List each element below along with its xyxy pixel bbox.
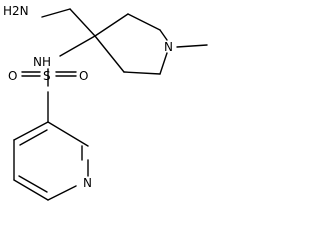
bond-py-inner-2 <box>18 175 48 193</box>
bond-nh2-ch2 <box>41 8 71 18</box>
pyridine-nitrogen-label: N <box>83 176 92 190</box>
bond-c4-nh <box>59 35 96 57</box>
bond-ring-2 <box>127 13 161 31</box>
structure-diagram: H2N N NH S O O N <box>3 4 208 201</box>
bond-ch2-c4 <box>69 8 96 37</box>
sulfur-label: S <box>43 69 51 83</box>
bond-py-1 <box>13 121 49 141</box>
bond-ring-3 <box>159 29 168 41</box>
bond-py-inner-1 <box>19 129 48 146</box>
bond-ring-4 <box>159 52 168 75</box>
bond-py-4 <box>47 185 77 201</box>
oxygen-right-label: O <box>79 69 88 83</box>
bond-py-6 <box>47 121 89 147</box>
bond-ring-6 <box>94 35 125 73</box>
ring-nitrogen-label: N <box>164 40 173 54</box>
bond-ring-5 <box>123 71 161 75</box>
nh-label: NH <box>33 55 51 69</box>
amine-label: H2N <box>3 4 29 18</box>
bond-py-3 <box>13 179 49 201</box>
bond-n-methyl <box>176 44 208 48</box>
bond-ring-1 <box>94 13 129 37</box>
oxygen-left-label: O <box>8 69 17 83</box>
